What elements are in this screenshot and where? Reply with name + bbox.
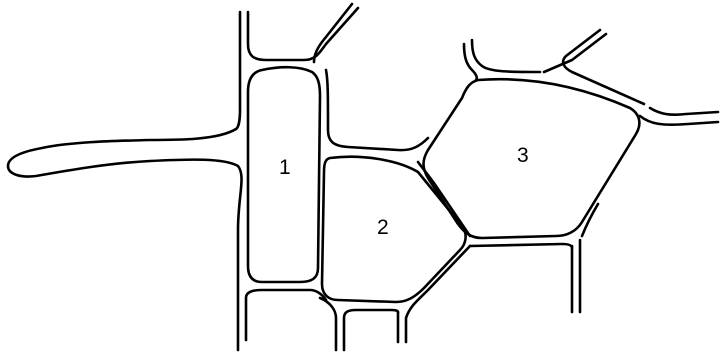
cell3-right-stem-wall-2 — [640, 116, 718, 125]
cell3-top-right-stem-wall — [544, 34, 606, 72]
cell3-top-left-stem-wall — [464, 44, 477, 80]
cell-2-outline — [322, 157, 466, 302]
cell1-bottom-left-stem — [246, 290, 326, 340]
cell-3-label: 3 — [517, 144, 529, 167]
cell3-right-stem-wall — [650, 108, 718, 115]
cell3-top-right-stem-wall-2 — [563, 30, 644, 104]
left-upper-wall — [236, 12, 240, 129]
cell2-cell3-lower-wall — [470, 244, 572, 248]
cell1-cell2-outer-wall — [326, 70, 428, 150]
cell3-top-left-stem-wall-2 — [472, 40, 540, 72]
cell2-bottom-left-stem — [344, 310, 398, 350]
left-protrusion-wall — [8, 129, 242, 350]
cell-2-label: 2 — [377, 216, 389, 239]
cell2-cell3-wall — [418, 162, 470, 236]
cell2-bottom-left-stem-2 — [320, 298, 336, 350]
cell-1-label: 1 — [279, 156, 291, 179]
